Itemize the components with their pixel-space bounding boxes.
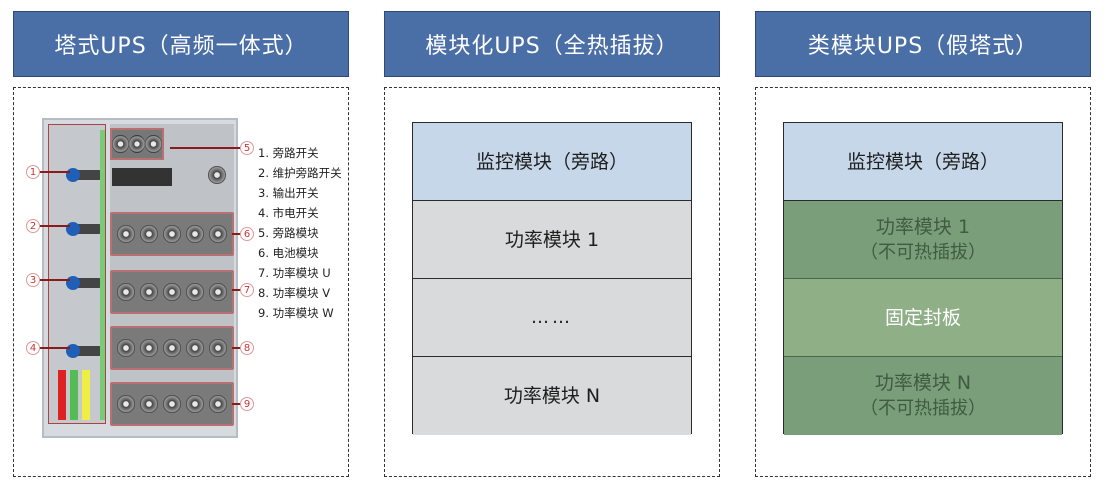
fan-icon bbox=[208, 225, 227, 243]
fan-icon bbox=[185, 225, 204, 243]
ellipsis-module: …… bbox=[413, 279, 691, 357]
fan-icon bbox=[117, 283, 136, 301]
leader-line bbox=[232, 403, 240, 405]
callout-5: 5 bbox=[240, 141, 254, 155]
leader-line bbox=[170, 147, 240, 149]
power-module-u-tray bbox=[110, 270, 234, 314]
legend-item: 5. 旁路模块 bbox=[258, 226, 319, 240]
leader-line bbox=[40, 347, 70, 349]
header-title: 模块化UPS（全热插拔） bbox=[425, 34, 679, 59]
callout-4: 4 bbox=[26, 341, 40, 355]
header-title: 类模块UPS（假塔式） bbox=[807, 34, 1039, 59]
modular-ups-frame bbox=[384, 87, 720, 477]
cell-sublabel: （不可热插拔） bbox=[860, 398, 986, 419]
fan-icon bbox=[117, 225, 136, 243]
pseudo-modular-ups-stack: 监控模块（旁路） 功率模块 1 （不可热插拔） 固定封板 功率模块 N （不可热… bbox=[783, 122, 1063, 435]
callout-1: 1 bbox=[26, 165, 40, 179]
header-modular-ups: 模块化UPS（全热插拔） bbox=[384, 11, 720, 77]
header-pseudo-modular-ups: 类模块UPS（假塔式） bbox=[755, 11, 1091, 77]
callout-2: 2 bbox=[26, 219, 40, 233]
legend-item: 7. 功率模块 U bbox=[258, 266, 331, 280]
fan-icon bbox=[185, 339, 204, 357]
control-panel bbox=[112, 168, 172, 186]
leader-line bbox=[40, 225, 70, 227]
cell-label: 功率模块 N bbox=[503, 385, 601, 407]
cell-label: 监控模块（旁路） bbox=[475, 150, 628, 173]
switch-handle bbox=[72, 224, 102, 234]
busbar-red bbox=[58, 370, 66, 420]
leader-line bbox=[232, 233, 240, 235]
leader-line bbox=[232, 347, 240, 349]
fan-icon bbox=[185, 395, 204, 413]
legend-item: 2. 维护旁路开关 bbox=[258, 166, 342, 180]
monitor-module: 监控模块（旁路） bbox=[784, 123, 1062, 201]
power-module-w-tray bbox=[110, 382, 234, 426]
cell-label: 功率模块 1 bbox=[504, 228, 600, 251]
battery-module-tray bbox=[110, 212, 234, 256]
callout-9: 9 bbox=[240, 397, 254, 411]
fan-icon bbox=[162, 225, 181, 243]
power-module-1: 功率模块 1 （不可热插拔） bbox=[784, 201, 1062, 279]
power-module-v-tray bbox=[110, 326, 234, 370]
fan-icon bbox=[140, 225, 159, 243]
cell-label: 监控模块（旁路） bbox=[846, 150, 999, 173]
monitor-module: 监控模块（旁路） bbox=[413, 123, 691, 201]
fan-icon bbox=[162, 395, 181, 413]
fan-icon bbox=[117, 339, 136, 357]
fan-icon bbox=[140, 283, 159, 301]
header-title: 塔式UPS（高频一体式） bbox=[54, 34, 308, 59]
bypass-module-tray bbox=[110, 128, 164, 160]
leader-line bbox=[232, 289, 240, 291]
power-module-n: 功率模块 N bbox=[413, 357, 691, 435]
legend-item: 3. 输出开关 bbox=[258, 186, 319, 200]
fan-icon bbox=[208, 166, 226, 184]
legend-item: 1. 旁路开关 bbox=[258, 146, 319, 160]
switch-handle bbox=[72, 278, 102, 288]
leader-line bbox=[40, 279, 70, 281]
fan-icon bbox=[140, 395, 159, 413]
component-legend: 1. 旁路开关 2. 维护旁路开关 3. 输出开关 4. 市电开关 5. 旁路模… bbox=[258, 143, 342, 323]
cell-label: 固定封板 bbox=[884, 306, 961, 329]
legend-item: 8. 功率模块 V bbox=[258, 286, 331, 300]
fan-icon bbox=[208, 395, 227, 413]
cell-label: 功率模块 1 bbox=[875, 215, 971, 238]
leader-line bbox=[40, 171, 70, 173]
power-module-1: 功率模块 1 bbox=[413, 201, 691, 279]
cell-sublabel: （不可热插拔） bbox=[860, 241, 986, 263]
header-tower-ups: 塔式UPS（高频一体式） bbox=[13, 11, 349, 77]
fixed-blank-plate: 固定封板 bbox=[784, 279, 1062, 357]
fan-icon bbox=[162, 339, 181, 357]
callout-7: 7 bbox=[240, 283, 254, 297]
legend-item: 9. 功率模块 W bbox=[258, 306, 334, 320]
callout-6: 6 bbox=[240, 227, 254, 241]
tower-ups-frame bbox=[13, 87, 349, 477]
fan-icon bbox=[185, 283, 204, 301]
fan-icon bbox=[140, 339, 159, 357]
cell-label: 功率模块 N bbox=[874, 372, 972, 394]
callout-8: 8 bbox=[240, 341, 254, 355]
pseudo-modular-ups-frame bbox=[755, 87, 1091, 477]
switch-handle bbox=[72, 346, 102, 356]
fan-icon bbox=[208, 283, 227, 301]
fan-icon bbox=[145, 135, 163, 153]
ups-cabinet-illustration bbox=[42, 118, 238, 438]
fan-icon bbox=[208, 339, 227, 357]
fan-icon bbox=[128, 135, 146, 153]
fan-icon bbox=[117, 395, 136, 413]
cell-label: …… bbox=[531, 306, 573, 328]
busbar-yellow bbox=[82, 370, 90, 420]
fan-icon bbox=[162, 283, 181, 301]
callout-3: 3 bbox=[26, 273, 40, 287]
legend-item: 6. 电池模块 bbox=[258, 246, 319, 260]
busbar-vertical bbox=[100, 130, 105, 420]
modular-ups-stack: 监控模块（旁路） 功率模块 1 …… 功率模块 N bbox=[412, 122, 692, 435]
busbar-green bbox=[70, 370, 78, 420]
fan-icon bbox=[112, 135, 129, 153]
legend-item: 4. 市电开关 bbox=[258, 206, 319, 220]
switch-handle bbox=[72, 170, 102, 180]
power-module-n: 功率模块 N （不可热插拔） bbox=[784, 357, 1062, 435]
